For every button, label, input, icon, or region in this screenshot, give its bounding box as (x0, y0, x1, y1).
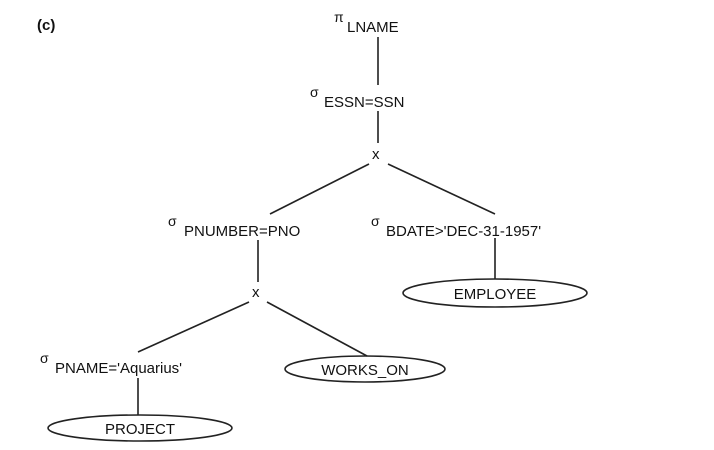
relation-name: EMPLOYEE (454, 286, 537, 303)
select-condition: PNAME='Aquarius' (55, 360, 182, 377)
figure-label: (c) (37, 17, 55, 34)
relation-name: WORKS_ON (321, 362, 409, 379)
relation-employee: EMPLOYEE (402, 278, 588, 308)
select-condition: PNUMBER=PNO (184, 223, 300, 240)
select-pnumber-node: σ PNUMBER=PNO (168, 213, 300, 240)
edge-cross-to-works-on (266, 301, 368, 357)
select-condition: ESSN=SSN (324, 94, 404, 111)
relation-name: PROJECT (105, 421, 175, 438)
select-essn-node: σ ESSN=SSN (310, 84, 404, 111)
select-pname-node: σ PNAME='Aquarius' (40, 350, 182, 377)
edge-cross-to-pname (137, 301, 250, 353)
sigma-symbol: σ (371, 213, 380, 229)
cross-product-bottom: x (252, 284, 260, 301)
select-bdate-node: σ BDATE>'DEC-31-1957' (371, 213, 541, 240)
select-condition: BDATE>'DEC-31-1957' (386, 223, 541, 240)
sigma-symbol: σ (40, 350, 49, 366)
relation-project: PROJECT (47, 414, 233, 442)
projection-attribute: LNAME (347, 19, 399, 36)
sigma-symbol: σ (310, 84, 319, 100)
cross-product-top: x (372, 146, 380, 163)
relation-works-on: WORKS_ON (284, 355, 446, 383)
edge-cross-right (387, 163, 496, 215)
edge-cross-left (269, 163, 370, 215)
pi-symbol: π (334, 9, 344, 25)
sigma-symbol: σ (168, 213, 177, 229)
projection-lname-node: π LNAME (334, 9, 399, 36)
